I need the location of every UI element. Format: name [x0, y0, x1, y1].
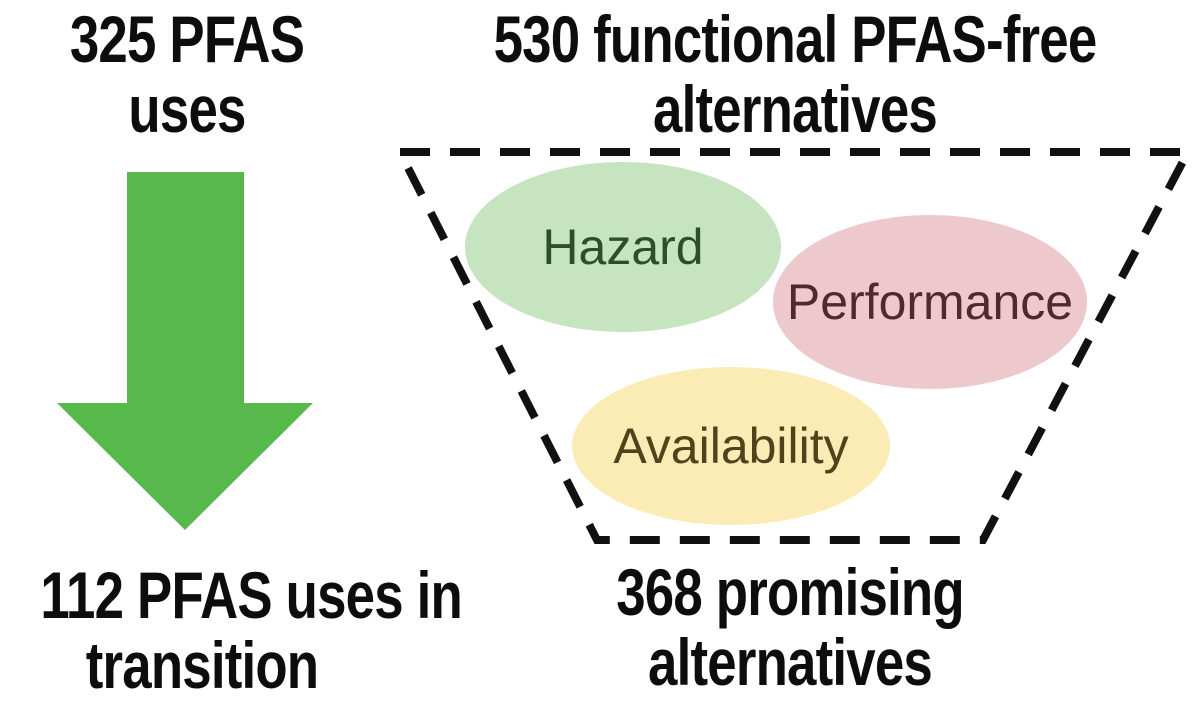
stat-pfas-uses-in-transition: 112 PFAS uses in transition — [40, 558, 462, 702]
performance-ellipse: Performance — [773, 215, 1087, 389]
stat-line: 112 PFAS uses in — [40, 558, 462, 632]
stat-line: uses — [128, 72, 246, 146]
hazard-ellipse: Hazard — [465, 162, 781, 332]
hazard-label: Hazard — [542, 219, 704, 275]
funnel-outline — [393, 148, 1194, 544]
stat-line: 530 functional PFAS-free — [493, 2, 1098, 76]
stat-line: 368 promising — [616, 555, 964, 629]
stat-pfas-uses: 325 PFAS uses — [37, 4, 336, 144]
stat-line: alternatives — [653, 72, 938, 146]
availability-label: Availability — [613, 418, 849, 474]
stat-line: 325 PFAS — [69, 2, 305, 76]
down-arrow-icon — [57, 172, 313, 530]
performance-label: Performance — [786, 274, 1074, 330]
stat-line: transition — [85, 628, 319, 702]
stat-promising-alternatives: 368 promising alternatives — [590, 557, 990, 697]
stat-functional-alternatives: 530 functional PFAS-free alternatives — [477, 4, 1112, 144]
stat-line: alternatives — [648, 625, 933, 699]
availability-ellipse: Availability — [572, 367, 890, 525]
